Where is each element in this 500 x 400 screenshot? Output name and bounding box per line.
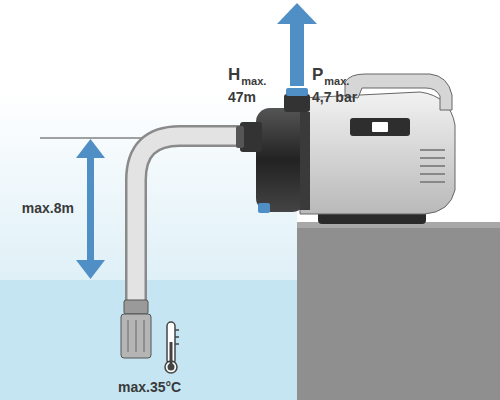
- pressure-value: 4,7 bar: [312, 90, 357, 105]
- temperature-label: max.35°C: [118, 380, 181, 395]
- suction-hose-inner: [136, 136, 250, 302]
- head-symbol: H: [228, 66, 240, 85]
- suction-height-label: max.8m: [22, 201, 74, 216]
- air-area: [0, 90, 297, 280]
- stand-block: [297, 222, 500, 400]
- suction-height-arrow: [76, 139, 105, 279]
- water: [0, 280, 297, 400]
- head-arrow: [277, 3, 317, 86]
- garden-pump: [236, 74, 455, 224]
- pressure-symbol: P: [312, 66, 323, 85]
- head-subscript: max.: [241, 75, 266, 87]
- foot-valve: [121, 300, 151, 358]
- thermometer-icon: [165, 322, 179, 373]
- head-value: 47m: [228, 90, 256, 105]
- pressure-subscript: max.: [324, 75, 349, 87]
- suction-hose: [136, 136, 250, 302]
